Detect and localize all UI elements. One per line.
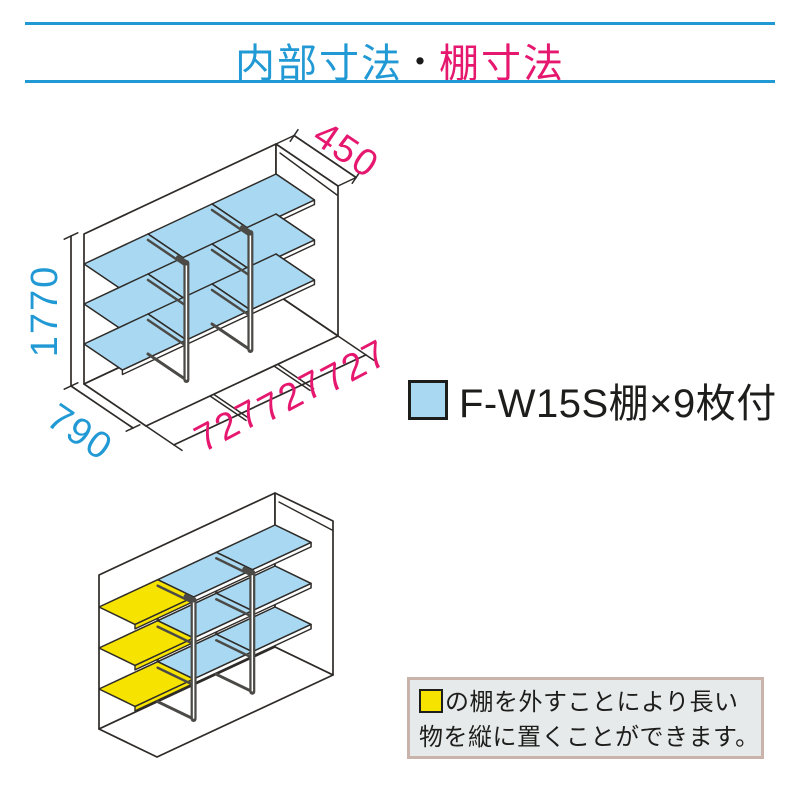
shelf-rail-2-3 (215, 639, 254, 659)
width-tick-3 (273, 365, 311, 392)
shelf-rail-1-2 (146, 278, 188, 308)
right-wall-inner-edge (279, 152, 338, 196)
bottom-shed-diagram (98, 492, 334, 758)
front-post-cap-1 (175, 255, 189, 266)
blue-shelf-swatch (408, 380, 448, 420)
height-dim-cap-top (63, 232, 79, 240)
floor-rail-2 (214, 672, 254, 694)
width-tick-2 (209, 395, 247, 422)
shelf-legend: F-W15S棚×9枚付 (408, 371, 777, 429)
width-tick-4 (337, 335, 375, 362)
shelf-rail-2-1 (215, 557, 254, 577)
width-tick-3b (276, 363, 315, 390)
depth-dim-line (70, 385, 134, 429)
dim-label-depth: 790 (39, 396, 120, 470)
shelf-rail-2-2 (215, 598, 254, 618)
floor-rail-1 (156, 700, 196, 721)
width-dim-line (173, 354, 367, 446)
shelf-rail-1-3 (146, 318, 188, 348)
shelf-depth-dim-line (293, 134, 357, 179)
note-box: の棚を外すことにより長い 物を縦に置くことができます。 (407, 677, 764, 759)
legend-label: F-W15S棚×9枚付 (459, 382, 777, 426)
dim-label-height: 1770 (24, 265, 66, 358)
front-post-cap-2 (242, 566, 255, 576)
shelf-rail-1-2 (156, 625, 195, 646)
shelf-depth-ext-1 (275, 134, 295, 145)
depth-dim-cap (125, 424, 141, 432)
title-shelf-dimensions: 棚寸法 (439, 42, 565, 86)
width-tick-1 (145, 425, 183, 452)
shelf-depth-ext-2 (337, 176, 357, 187)
note-line1: の棚を外すことにより長い (445, 689, 739, 716)
shelf-depth-tick-1 (289, 128, 299, 143)
shelf-depth-tick-2 (351, 170, 361, 185)
shelf-rail-2-3 (210, 288, 252, 318)
right-wall-inner-edge (278, 501, 333, 531)
width-tick-2b (212, 393, 251, 420)
title-separator-dot: ・ (403, 44, 439, 82)
header-rule-bottom (25, 80, 775, 83)
shelf-rail-2-2 (210, 248, 252, 278)
shelf-rail-1-1 (156, 584, 195, 605)
shelf-rail-1-3 (156, 666, 195, 687)
front-post-cap-1 (183, 593, 197, 603)
note-line2: 物を縦に置くことができます。 (419, 724, 760, 751)
floor-rail-2 (210, 322, 252, 352)
title-interior-dimensions: 内部寸法 (235, 42, 403, 86)
yellow-shelf-swatch (419, 689, 443, 713)
floor-rail-1 (146, 352, 188, 382)
header-rule-top (25, 22, 775, 25)
page-title: 内部寸法・棚寸法 (0, 31, 800, 89)
front-post-cap-2 (239, 225, 253, 236)
